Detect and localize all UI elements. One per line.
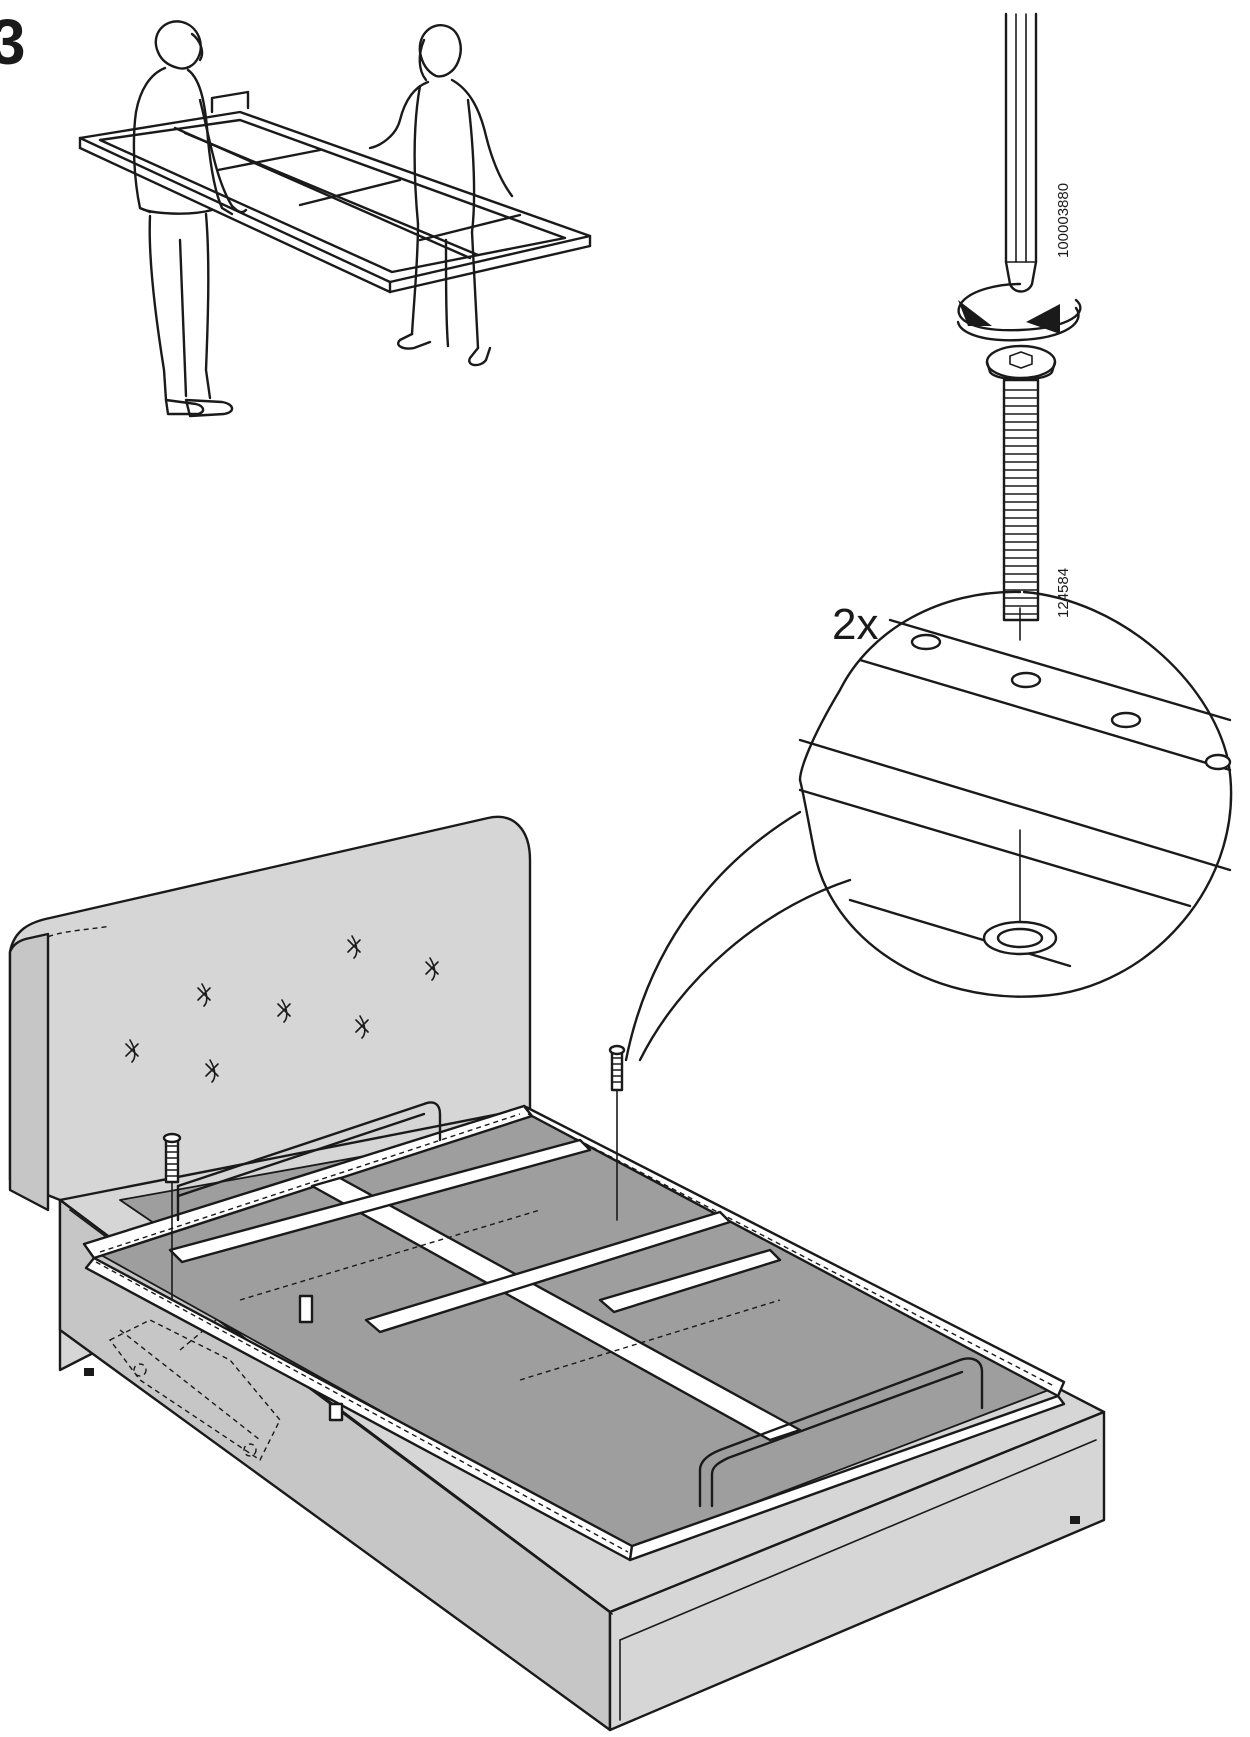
step-number: 3 — [0, 6, 26, 78]
tool-part-number: 100003880 — [1055, 182, 1072, 258]
clockwise-rotation-arrow-icon — [956, 282, 1082, 342]
bed-base-front — [608, 1410, 1106, 1732]
tufting-buttons — [125, 935, 439, 1083]
screw-right — [608, 1044, 626, 1221]
screw-left — [162, 1132, 182, 1301]
bolt-icon — [985, 344, 1057, 622]
detail-magnifier — [624, 590, 1233, 1062]
screw-part-number: 124584 — [1055, 567, 1072, 618]
people-carrying-frame — [78, 20, 592, 418]
hex-key-icon — [1004, 12, 1038, 293]
person-right — [368, 24, 514, 367]
bolt-thread — [1003, 389, 1039, 615]
quantity-label: 2x — [832, 600, 879, 649]
person-left — [132, 20, 248, 418]
metal-bed-frame — [82, 1101, 1066, 1562]
bed-frame-carried — [78, 90, 592, 294]
bed-assembly — [8, 815, 1106, 1732]
lift-mechanism-dashed — [108, 1298, 281, 1462]
